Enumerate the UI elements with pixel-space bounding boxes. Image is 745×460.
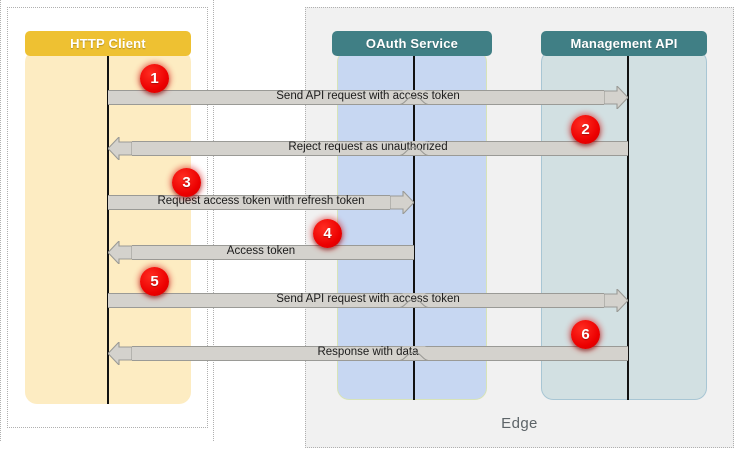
message-label-1: Send API request with access token xyxy=(276,90,460,102)
message-label-5: Send API request with access token xyxy=(276,293,460,305)
step-badge-number: 3 xyxy=(182,174,191,191)
message-arrow-1[interactable]: Send API request with access token xyxy=(108,86,628,109)
arrow-shaft xyxy=(108,293,604,308)
message-arrow-2[interactable]: Reject request as unauthorized xyxy=(108,137,628,160)
lifeline-jump-arc xyxy=(400,90,428,105)
lifeline-label-http-client: HTTP Client xyxy=(70,36,146,51)
edge-group-label: Edge xyxy=(501,415,538,432)
lifeline-jump-arc xyxy=(400,293,428,308)
step-badge-5[interactable]: 5 xyxy=(140,267,169,296)
lifeline-header-management-api[interactable]: Management API xyxy=(541,31,707,56)
arrowhead-icon xyxy=(604,289,628,312)
message-label-3: Request access token with refresh token xyxy=(157,195,365,207)
lifeline-label-management-api: Management API xyxy=(570,36,678,51)
step-badge-1[interactable]: 1 xyxy=(140,64,169,93)
lifeline-body-oauth-service xyxy=(337,50,487,400)
message-arrow-6[interactable]: Response with data xyxy=(108,342,628,365)
arrowhead-icon xyxy=(390,191,414,214)
message-arrow-3[interactable]: Request access token with refresh token xyxy=(108,191,414,214)
lifeline-axis-management-api xyxy=(627,56,629,400)
arrowhead-icon xyxy=(108,342,132,365)
lifeline-header-oauth-service[interactable]: OAuth Service xyxy=(332,31,492,56)
arrowhead-icon xyxy=(108,137,132,160)
lifeline-axis-oauth-service xyxy=(413,56,415,400)
lifeline-body-management-api xyxy=(541,50,707,400)
message-arrow-4[interactable]: Access token xyxy=(108,241,414,264)
lifeline-jump-arc xyxy=(400,141,428,156)
step-badge-number: 4 xyxy=(323,225,332,242)
arrow-shaft xyxy=(108,195,390,210)
step-badge-number: 1 xyxy=(150,70,159,87)
lifeline-axis-http-client xyxy=(107,56,109,404)
arrow-shaft xyxy=(132,141,628,156)
arrow-shaft xyxy=(132,346,628,361)
step-badge-2[interactable]: 2 xyxy=(571,115,600,144)
message-label-4: Access token xyxy=(226,245,296,257)
step-badge-4[interactable]: 4 xyxy=(313,219,342,248)
lifeline-header-http-client[interactable]: HTTP Client xyxy=(25,31,191,56)
arrow-shaft xyxy=(108,90,604,105)
arrowhead-icon xyxy=(108,241,132,264)
step-badge-6[interactable]: 6 xyxy=(571,320,600,349)
arrow-shaft xyxy=(132,245,414,260)
arrowhead-icon xyxy=(604,86,628,109)
message-label-2: Reject request as unauthorized xyxy=(288,141,448,153)
step-badge-3[interactable]: 3 xyxy=(172,168,201,197)
message-label-6: Response with data xyxy=(317,346,419,358)
group-region-oauth-divider xyxy=(0,0,214,441)
lifeline-jump-arc xyxy=(400,346,428,361)
lifeline-label-oauth-service: OAuth Service xyxy=(365,36,459,51)
step-badge-number: 2 xyxy=(581,121,590,138)
message-arrow-5[interactable]: Send API request with access token xyxy=(108,289,628,312)
step-badge-number: 5 xyxy=(150,273,159,290)
step-badge-number: 6 xyxy=(581,326,590,343)
